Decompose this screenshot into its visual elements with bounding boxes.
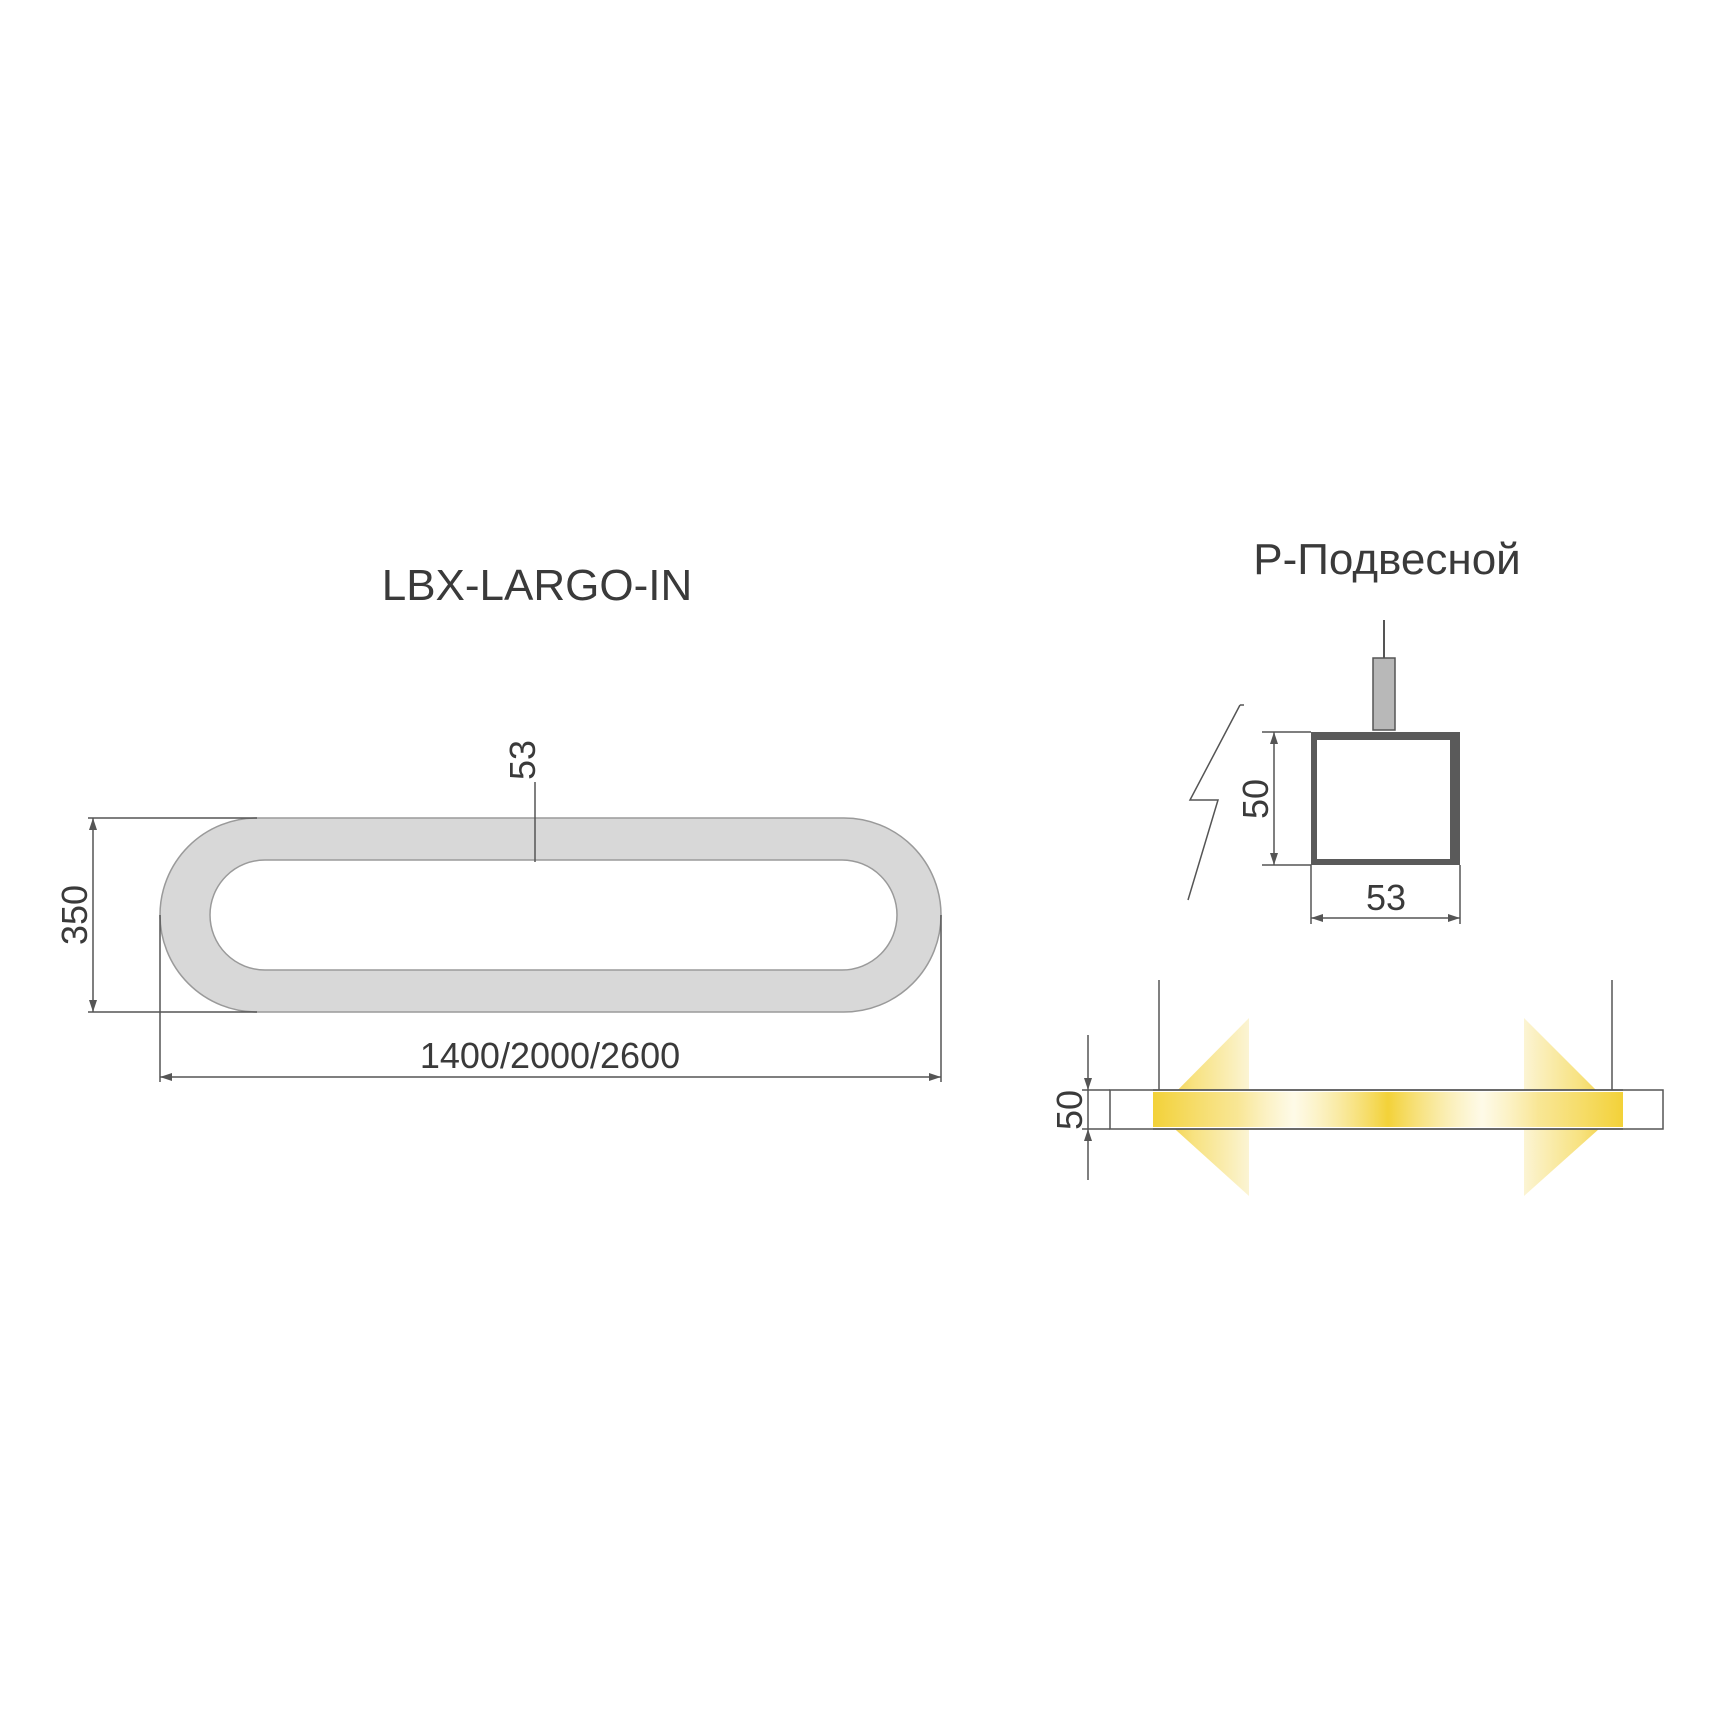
oval-frame (159, 817, 942, 1013)
section-height-arrow-bottom (1270, 853, 1278, 865)
length-dim-label: 1400/2000/2600 (420, 1035, 680, 1076)
width-dim-label: 53 (502, 740, 543, 780)
section-width-arrow-left (1311, 914, 1323, 922)
height-dim-label: 350 (54, 885, 95, 945)
section-height-label: 50 (1235, 779, 1276, 819)
height-arrow-bottom (89, 1000, 97, 1012)
side-height-arrow-bottom (1084, 1129, 1092, 1141)
light-strip (1153, 1092, 1623, 1127)
height-arrow-top (89, 818, 97, 830)
suspension-holder (1372, 657, 1396, 731)
left-title: LBX-LARGO-IN (382, 561, 693, 610)
right-title: P-Подвесной (1253, 535, 1521, 584)
profile-section-inner (1317, 740, 1450, 859)
length-arrow-right (929, 1073, 941, 1081)
length-arrow-left (160, 1073, 172, 1081)
section-width-label: 53 (1366, 877, 1406, 918)
ceiling-break-line (1187, 704, 1241, 901)
section-width-arrow-right (1448, 914, 1460, 922)
side-height-label: 50 (1049, 1090, 1090, 1130)
section-height-arrow-top (1270, 732, 1278, 744)
side-height-arrow-top (1084, 1078, 1092, 1090)
